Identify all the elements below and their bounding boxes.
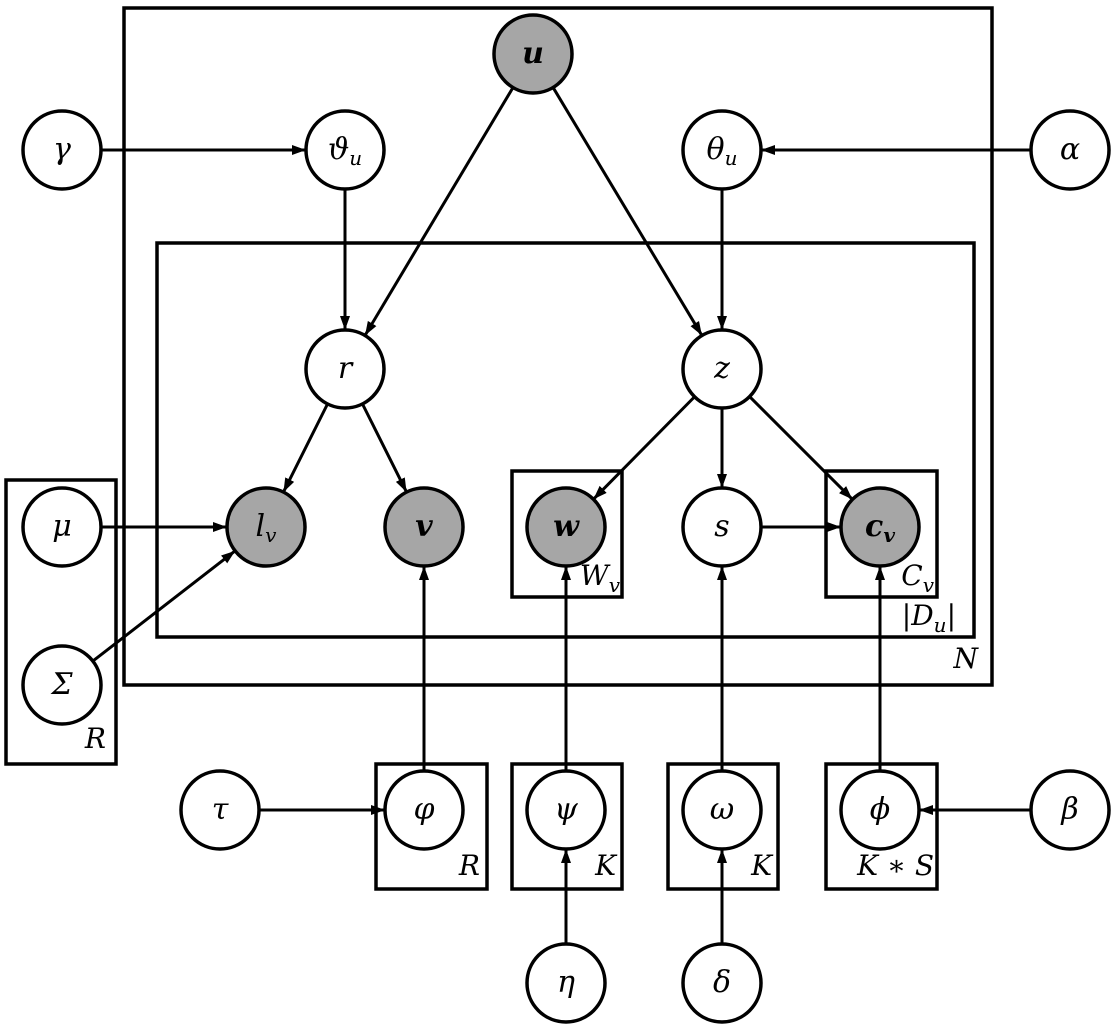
node-label: ϑu (328, 132, 362, 170)
node-label: φ (413, 792, 434, 827)
node-u: u (492, 13, 574, 95)
plate-rect (374, 762, 489, 891)
edge-u-to-z (551, 86, 703, 336)
plate-label: K (750, 849, 774, 882)
node-label: cv (865, 509, 895, 547)
node-circle (383, 486, 465, 568)
node-label: ϕ (870, 792, 890, 827)
node-r: r (304, 328, 386, 410)
node-alpha: α (1029, 109, 1111, 191)
plate-label: K ∗ S (856, 849, 934, 882)
edge-u-to-r (364, 86, 515, 336)
node-circle (383, 769, 465, 851)
node-label: w (553, 509, 580, 544)
node-circle (681, 486, 763, 568)
node-label: μ (52, 509, 72, 544)
plate-outer-n: N (122, 6, 994, 687)
node-label: θu (707, 132, 738, 170)
node-circle (681, 328, 763, 410)
node-label: z (713, 351, 730, 386)
node-label: β (1060, 792, 1078, 827)
node-circle (681, 942, 763, 1024)
node-omega: ω (681, 769, 763, 851)
node-theta: θu (681, 109, 763, 191)
node-delta: δ (681, 942, 763, 1024)
node-circle (225, 486, 307, 568)
plate-label: Cv (901, 559, 934, 597)
edge-sigma-to-lv (91, 550, 236, 663)
node-z: z (681, 328, 763, 410)
node-label: u (522, 36, 544, 71)
node-vtheta: ϑu (304, 109, 386, 191)
node-label: δ (713, 965, 731, 1000)
node-circle (839, 769, 921, 851)
node-label: lv (256, 509, 278, 547)
plate-label: N (953, 642, 980, 675)
edge-r-to-v (361, 403, 408, 493)
node-circle (304, 328, 386, 410)
node-v: v (383, 486, 465, 568)
node-eta: η (525, 942, 607, 1024)
node-circle (681, 109, 763, 191)
node-cv: cv (839, 486, 921, 568)
plate-label: R (84, 722, 106, 755)
node-circle (525, 942, 607, 1024)
edge-z-to-cv (748, 395, 853, 500)
node-label: r (338, 351, 354, 386)
edge-r-to-lv (282, 403, 329, 493)
node-circle (179, 769, 261, 851)
node-label: v (415, 509, 433, 544)
node-circle (21, 109, 103, 191)
node-circle (21, 486, 103, 568)
node-circle (839, 486, 921, 568)
plate-label: R (458, 849, 480, 882)
edge-z-to-w (593, 395, 696, 500)
node-label: ω (710, 792, 734, 827)
node-w: w (525, 486, 607, 568)
plate-r-left: R (4, 478, 118, 766)
plate-label: |Du| (902, 599, 956, 637)
plate-rect (4, 478, 118, 766)
node-circle (1029, 769, 1111, 851)
node-label: τ (212, 792, 229, 827)
node-circle (525, 486, 607, 568)
node-label: η (557, 965, 575, 1000)
plate-wv: Wv (510, 469, 624, 599)
node-circle (525, 769, 607, 851)
node-mu: μ (21, 486, 103, 568)
node-tau: τ (179, 769, 261, 851)
plate-label: K (594, 849, 618, 882)
plate-rect (122, 6, 994, 687)
node-lv: lv (225, 486, 307, 568)
node-label: s (714, 509, 729, 544)
node-circle (304, 109, 386, 191)
node-circle (681, 769, 763, 851)
node-s: s (681, 486, 763, 568)
node-gamma: γ (21, 109, 103, 191)
node-label: α (1060, 132, 1080, 167)
node-label: Σ (50, 667, 73, 702)
plates-layer: N |Du| Wv CvR R K K K ∗ S (4, 6, 994, 891)
node-circle (1029, 109, 1111, 191)
plate-label: Wv (580, 559, 621, 597)
node-beta: β (1029, 769, 1111, 851)
node-label: γ (53, 132, 71, 167)
node-psi: ψ (525, 769, 607, 851)
node-circle (21, 644, 103, 726)
node-varphi: φ (383, 769, 465, 851)
node-label: ψ (554, 792, 578, 827)
edges-layer (91, 86, 1031, 944)
plate-r-varphi: R (374, 762, 489, 891)
node-circle (492, 13, 574, 95)
node-sigma: Σ (21, 644, 103, 726)
node-phi: ϕ (839, 769, 921, 851)
